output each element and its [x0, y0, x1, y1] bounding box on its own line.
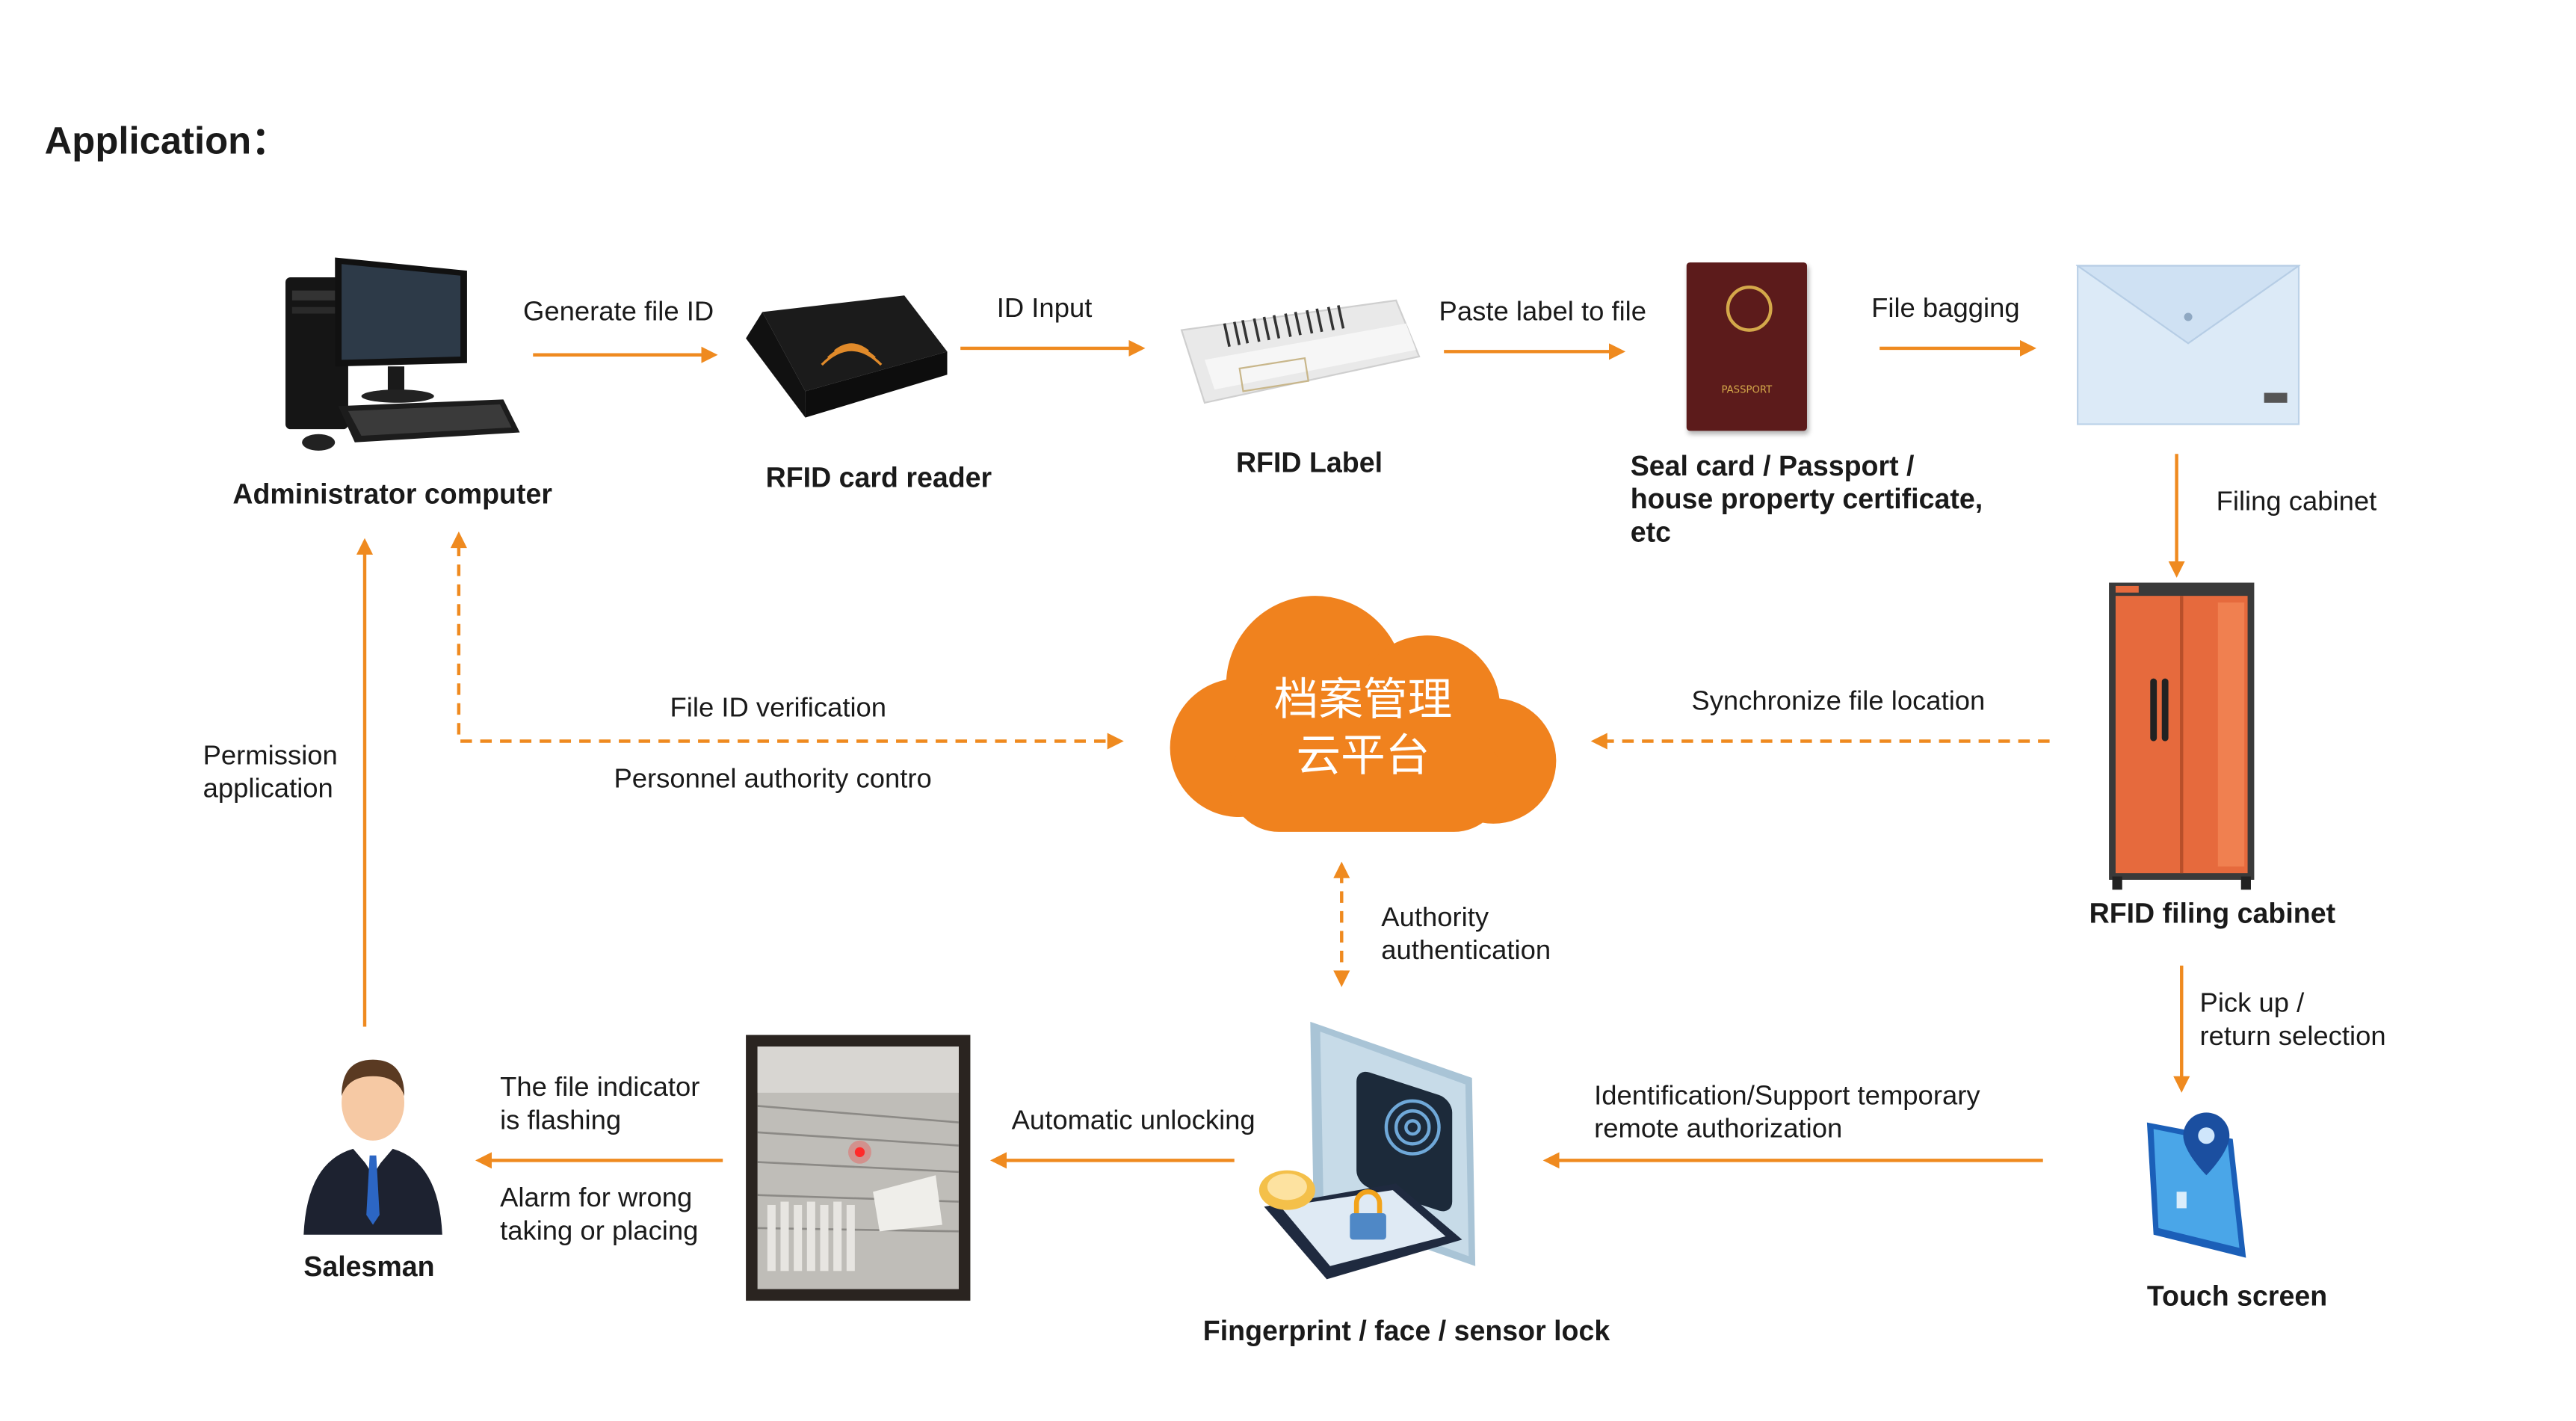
lock-label: Fingerprint / face / sensor lock [1202, 1315, 1610, 1347]
edge-authority-1: Authority [1381, 902, 1489, 933]
cloud-line-2: 云平台 [1296, 731, 1430, 783]
edge-authority-2: authentication [1381, 936, 1551, 966]
cloud-icon [1170, 596, 1557, 832]
edge-permission-2: application [203, 774, 333, 804]
filing-cabinet-icon [2109, 582, 2255, 890]
emblem-icon [1726, 286, 1773, 332]
arrowhead-admin-up [450, 531, 467, 549]
cloud-platform-title: 档案管理 云平台 [1165, 673, 1561, 786]
seal-card-label-2: house property certificate, [1630, 484, 1983, 515]
edge-identification-2: remote authorization [1594, 1114, 1843, 1144]
edge-paste-label: Paste label to file [1439, 297, 1647, 327]
edge-indicator-1: The file indicator [500, 1073, 700, 1103]
edge-filing-cabinet: Filing cabinet [2216, 487, 2377, 517]
salesman-avatar-icon [303, 1059, 442, 1235]
card-reader-icon [746, 295, 948, 418]
edge-identification-1: Identification/Support temporary [1594, 1081, 1980, 1112]
seal-card-label-1: Seal card / Passport / [1630, 450, 1915, 482]
shelf-photo-icon [746, 1035, 971, 1301]
edge-indicator-2: is flashing [500, 1106, 622, 1136]
shelf-photo-content-icon [757, 1046, 960, 1289]
edge-permission-1: Permission [203, 741, 338, 771]
touch-screen-label: Touch screen [2146, 1280, 2328, 1313]
touch-screen-icon [2146, 1112, 2246, 1258]
arrowhead-cloud-right [1590, 733, 1607, 750]
arrow-verify [457, 544, 1111, 743]
computer-icon [285, 257, 520, 451]
cloud-line-1: 档案管理 [1273, 675, 1453, 727]
rfid-label-label: RFID Label [1235, 447, 1383, 479]
passport-icon: PASSPORT [1686, 262, 1807, 431]
admin-computer-label: Administrator computer [232, 478, 552, 511]
edge-alarm-2: taking or placing [500, 1216, 699, 1247]
edge-pick-up-2: return selection [2199, 1021, 2386, 1052]
edge-id-input: ID Input [996, 294, 1093, 324]
arrowhead-auth-down [1333, 970, 1350, 987]
seal-card-label-3: etc [1630, 517, 1671, 549]
edge-alarm-1: Alarm for wrong [500, 1183, 693, 1214]
card-reader-label: RFID card reader [765, 462, 992, 494]
file-bag-icon [2075, 265, 2301, 425]
edge-automatic-unlocking: Automatic unlocking [1011, 1106, 1255, 1136]
edge-file-bagging: File bagging [1871, 294, 2020, 324]
fingerprint-lock-icon [1258, 1021, 1476, 1280]
edge-personnel-authority: Personnel authority contro [614, 764, 932, 795]
edge-file-id-verification: File ID verification [670, 693, 887, 724]
passport-cover-text: PASSPORT [1721, 384, 1773, 396]
edge-pick-up-1: Pick up / [2199, 988, 2305, 1019]
arrowhead-auth-up [1333, 861, 1350, 878]
page-title: Application： [44, 118, 289, 162]
rfid-label-icon [1180, 299, 1421, 404]
arrowhead-cloud-left [1107, 733, 1124, 750]
salesman-label: Salesman [303, 1251, 435, 1283]
edge-synchronize-location: Synchronize file location [1691, 686, 1986, 717]
filing-cabinet-label: RFID filing cabinet [2089, 898, 2336, 930]
edge-generate-file-id: Generate file ID [522, 297, 714, 327]
